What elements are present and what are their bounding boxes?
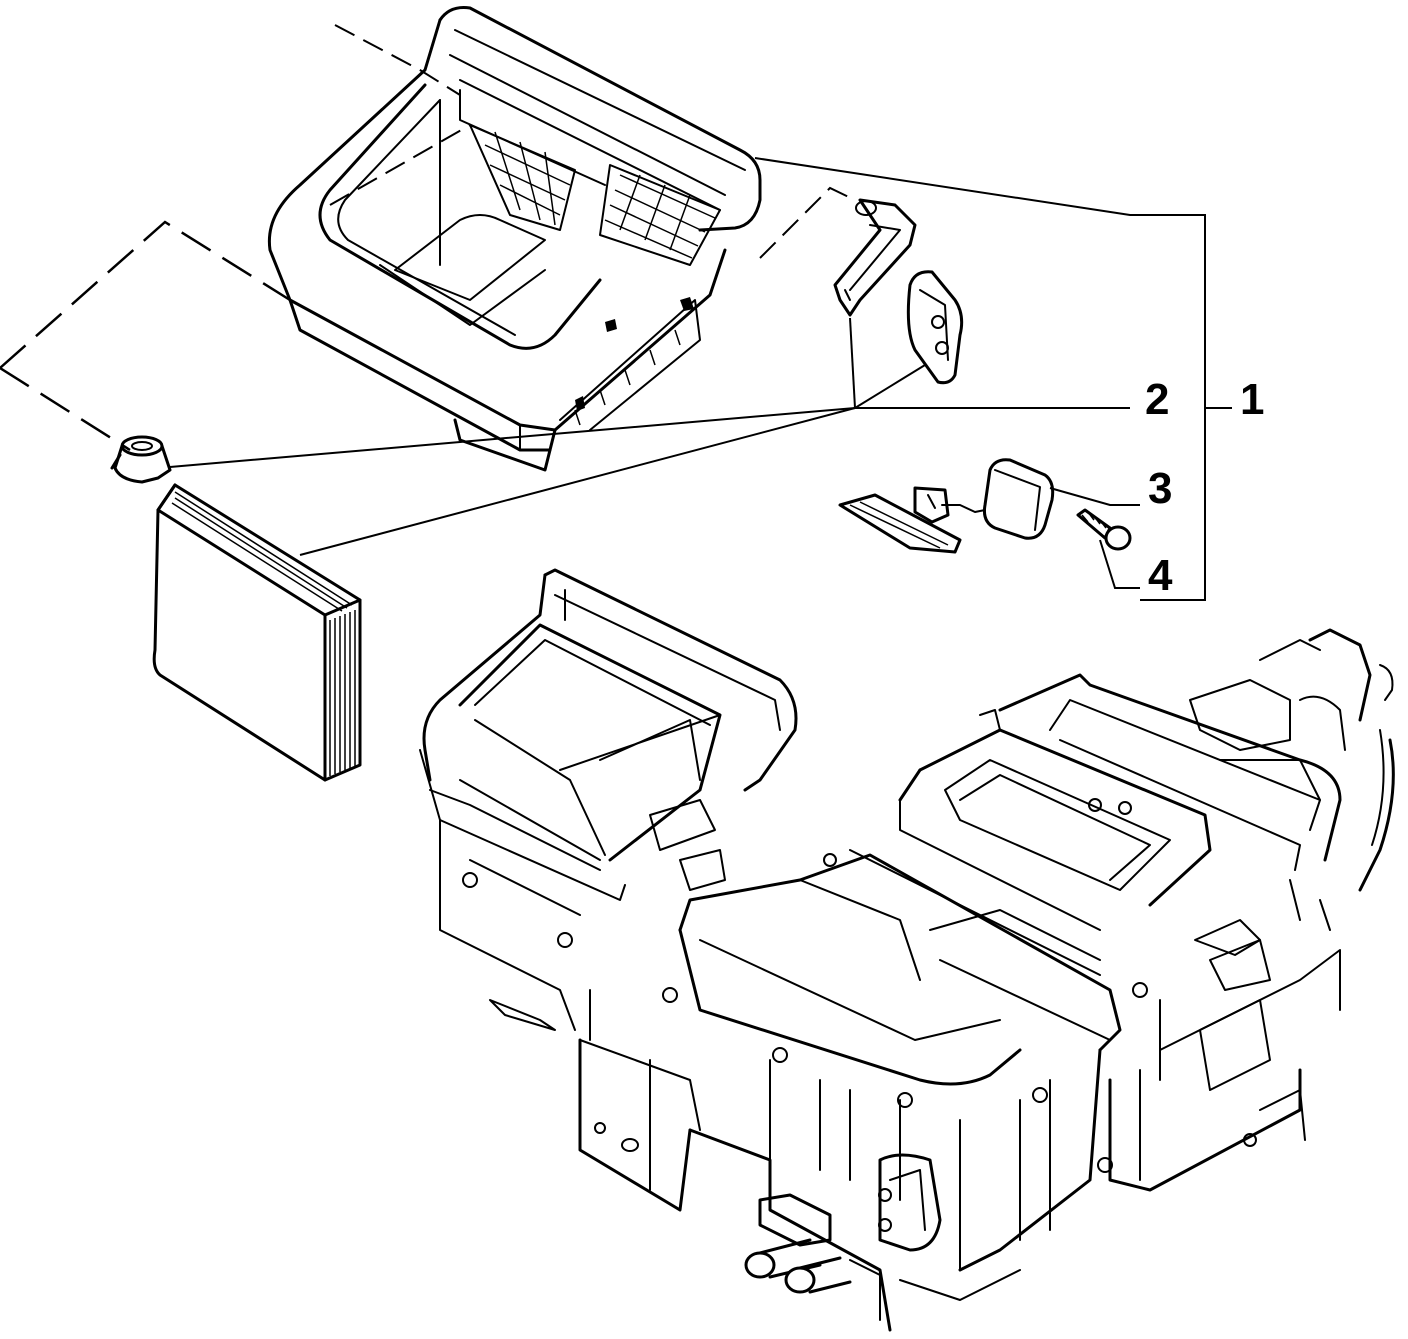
cabin-filter <box>152 483 362 782</box>
callout-1: 1 <box>1240 375 1264 424</box>
plug-grommet <box>110 435 172 484</box>
axis-line-housing <box>334 24 461 96</box>
callout-2: 2 <box>1145 375 1169 424</box>
axis-line-clip <box>759 186 856 259</box>
leader-3 <box>1049 487 1140 506</box>
leader-2-latch <box>854 364 926 409</box>
hvac-main-assembly <box>419 568 1395 1332</box>
axis-line-filter-bottom <box>0 366 131 452</box>
upper-filter-housing <box>267 6 762 472</box>
leader-4 <box>1099 539 1140 589</box>
screw <box>1076 508 1132 551</box>
leader-lines <box>169 157 1232 601</box>
latch-piece <box>906 270 964 385</box>
callout-3: 3 <box>1148 464 1172 513</box>
leader-2-plug <box>169 407 1130 468</box>
clip-lever <box>833 198 917 317</box>
axis-line-inner <box>329 124 471 206</box>
leader-2-clip <box>849 317 856 409</box>
actuator-motor <box>838 458 1055 554</box>
leader-2-filter <box>299 407 856 556</box>
axis-line-filter-top <box>0 220 291 369</box>
callout-4: 4 <box>1148 551 1173 600</box>
leader-bracket-1 <box>754 157 1206 601</box>
